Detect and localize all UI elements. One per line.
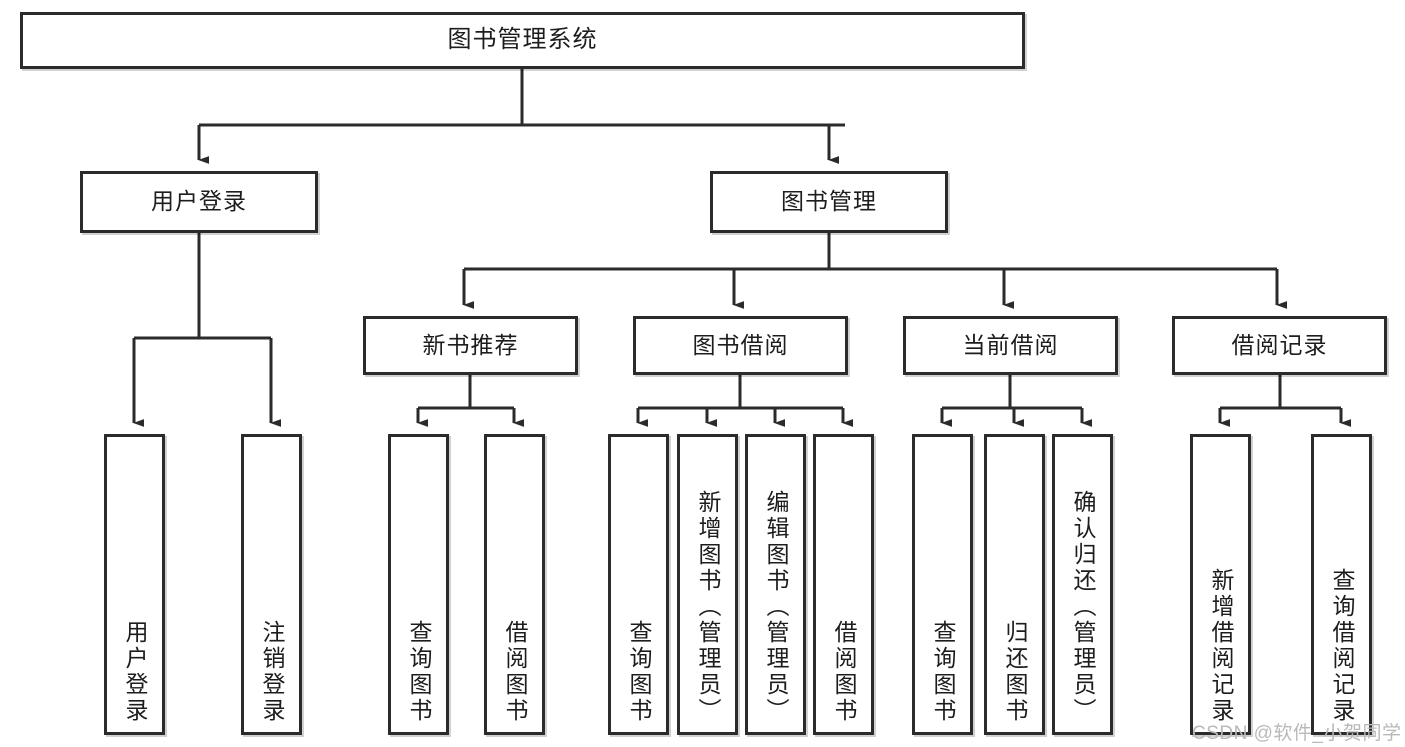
watermark: CSDN @软件_小贺同学 <box>1192 723 1402 744</box>
node-new-book-recommend[interactable]: 新书推荐 <box>363 316 578 375</box>
node-leaf-query-book-3[interactable]: 查询图书 <box>912 434 973 735</box>
node-leaf-query-book-2-label: 查询图书 <box>626 620 652 724</box>
node-leaf-return-book-label: 归还图书 <box>1002 620 1028 724</box>
node-leaf-query-book-1-label: 查询图书 <box>406 620 432 724</box>
node-leaf-confirm-return-admin-label: 确认归还（管理员） <box>1070 490 1096 724</box>
node-borrow-record-label: 借阅记录 <box>1231 331 1328 358</box>
node-leaf-borrow-book-2[interactable]: 借阅图书 <box>813 434 874 735</box>
node-new-book-recommend-label: 新书推荐 <box>422 331 519 358</box>
node-borrow-record[interactable]: 借阅记录 <box>1172 316 1387 375</box>
node-book-borrow-label: 图书借阅 <box>692 331 789 358</box>
node-leaf-query-book-3-label: 查询图书 <box>930 620 956 724</box>
node-leaf-logout[interactable]: 注销登录 <box>241 434 302 735</box>
node-user-login[interactable]: 用户登录 <box>80 171 318 233</box>
node-leaf-confirm-return-admin[interactable]: 确认归还（管理员） <box>1052 434 1113 735</box>
node-leaf-return-book[interactable]: 归还图书 <box>984 434 1045 735</box>
node-book-management[interactable]: 图书管理 <box>710 171 948 233</box>
node-leaf-query-book-2[interactable]: 查询图书 <box>608 434 669 735</box>
node-book-management-label: 图书管理 <box>781 188 877 215</box>
node-leaf-logout-label: 注销登录 <box>259 620 285 724</box>
node-leaf-query-borrow-record-label: 查询借阅记录 <box>1329 568 1355 724</box>
node-root[interactable]: 图书管理系统 <box>20 12 1025 69</box>
node-leaf-add-borrow-record-label: 新增借阅记录 <box>1208 568 1234 724</box>
node-leaf-borrow-book-1-label: 借阅图书 <box>502 620 528 724</box>
node-leaf-query-borrow-record[interactable]: 查询借阅记录 <box>1311 434 1372 735</box>
node-book-borrow[interactable]: 图书借阅 <box>633 316 848 375</box>
node-leaf-query-book-1[interactable]: 查询图书 <box>388 434 449 735</box>
node-leaf-add-book-admin[interactable]: 新增图书（管理员） <box>677 434 738 735</box>
node-leaf-edit-book-admin-label: 编辑图书（管理员） <box>763 490 789 724</box>
node-leaf-user-login-label: 用户登录 <box>122 620 148 724</box>
node-current-borrow-label: 当前借阅 <box>962 331 1059 358</box>
node-user-login-label: 用户登录 <box>151 188 247 215</box>
node-leaf-user-login[interactable]: 用户登录 <box>104 434 165 735</box>
node-current-borrow[interactable]: 当前借阅 <box>903 316 1118 375</box>
node-root-label: 图书管理系统 <box>447 26 598 54</box>
node-leaf-borrow-book-2-label: 借阅图书 <box>831 620 857 724</box>
node-leaf-add-borrow-record[interactable]: 新增借阅记录 <box>1190 434 1251 735</box>
node-leaf-edit-book-admin[interactable]: 编辑图书（管理员） <box>745 434 806 735</box>
node-leaf-borrow-book-1[interactable]: 借阅图书 <box>484 434 545 735</box>
node-leaf-add-book-admin-label: 新增图书（管理员） <box>695 490 721 724</box>
